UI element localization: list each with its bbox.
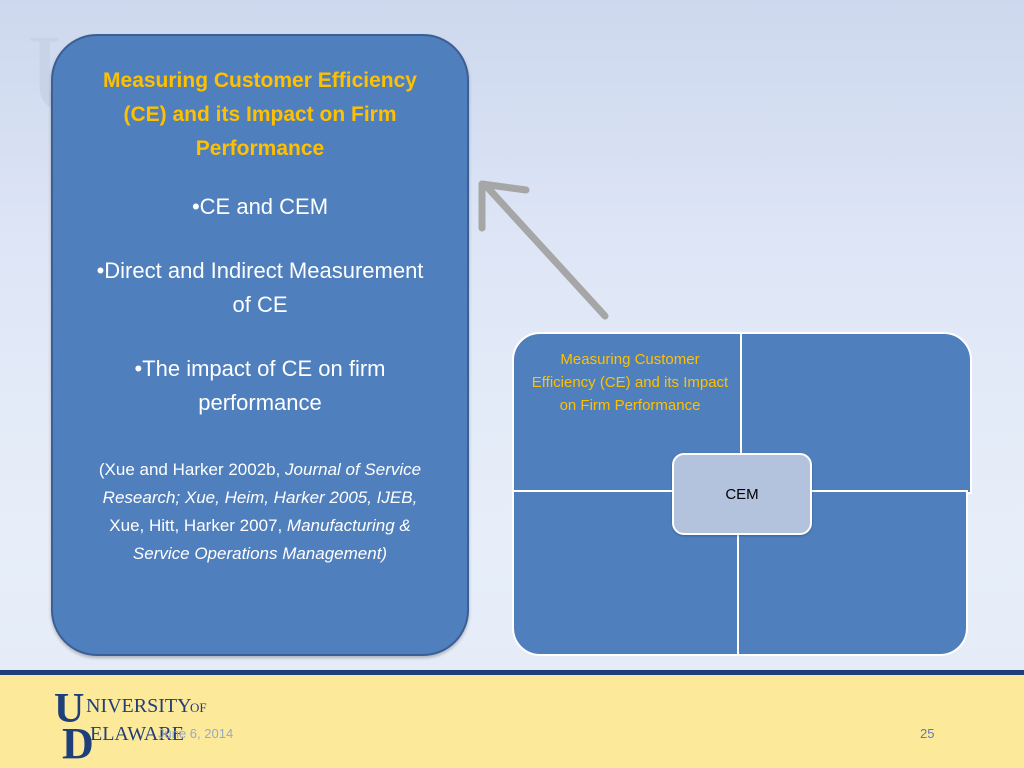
- bullet-ce-cem: •CE and CEM: [191, 194, 329, 219]
- footer-divider: [0, 670, 1024, 675]
- main-content-box: Measuring Customer Efficiency (CE) and i…: [51, 34, 469, 656]
- page-number: 25: [920, 726, 935, 741]
- citation-part4: Manufacturing & Service Operations Manag…: [132, 516, 411, 563]
- footer-bar: [0, 675, 1024, 768]
- citation-part3: Xue, Hitt, Harker 2007,: [109, 516, 287, 535]
- svg-text:NIVERSITY: NIVERSITY: [86, 695, 192, 717]
- svg-text:ELAWARE: ELAWARE: [90, 723, 184, 745]
- quadrant-figure: Measuring Customer Efficiency (CE) and i…: [512, 332, 972, 656]
- citation: (Xue and Harker 2002b, Journal of Servic…: [85, 456, 435, 568]
- citation-part2: Journal of Service Research; Xue, Heim, …: [102, 460, 422, 507]
- svg-text:D: D: [62, 719, 94, 760]
- quadrant-top-left-label: Measuring Customer Efficiency (CE) and i…: [531, 351, 729, 414]
- arrow-icon: [478, 180, 609, 320]
- cem-center-box: CEM: [672, 453, 812, 535]
- citation-part1: (Xue and Harker 2002b,: [98, 460, 286, 479]
- main-title: Measuring Customer Efficiency (CE) and i…: [103, 69, 417, 160]
- svg-text:OF: OF: [190, 700, 207, 715]
- footer-date: June 6, 2014: [158, 726, 234, 741]
- bullet-measurement: •Direct and Indirect Measurement of CE: [96, 258, 424, 317]
- university-of-delaware-logo: U D NIVERSITY OF ELAWARE: [54, 686, 207, 760]
- bullet-impact: •The impact of CE on firm performance: [134, 356, 386, 415]
- svg-text:U: U: [54, 686, 84, 732]
